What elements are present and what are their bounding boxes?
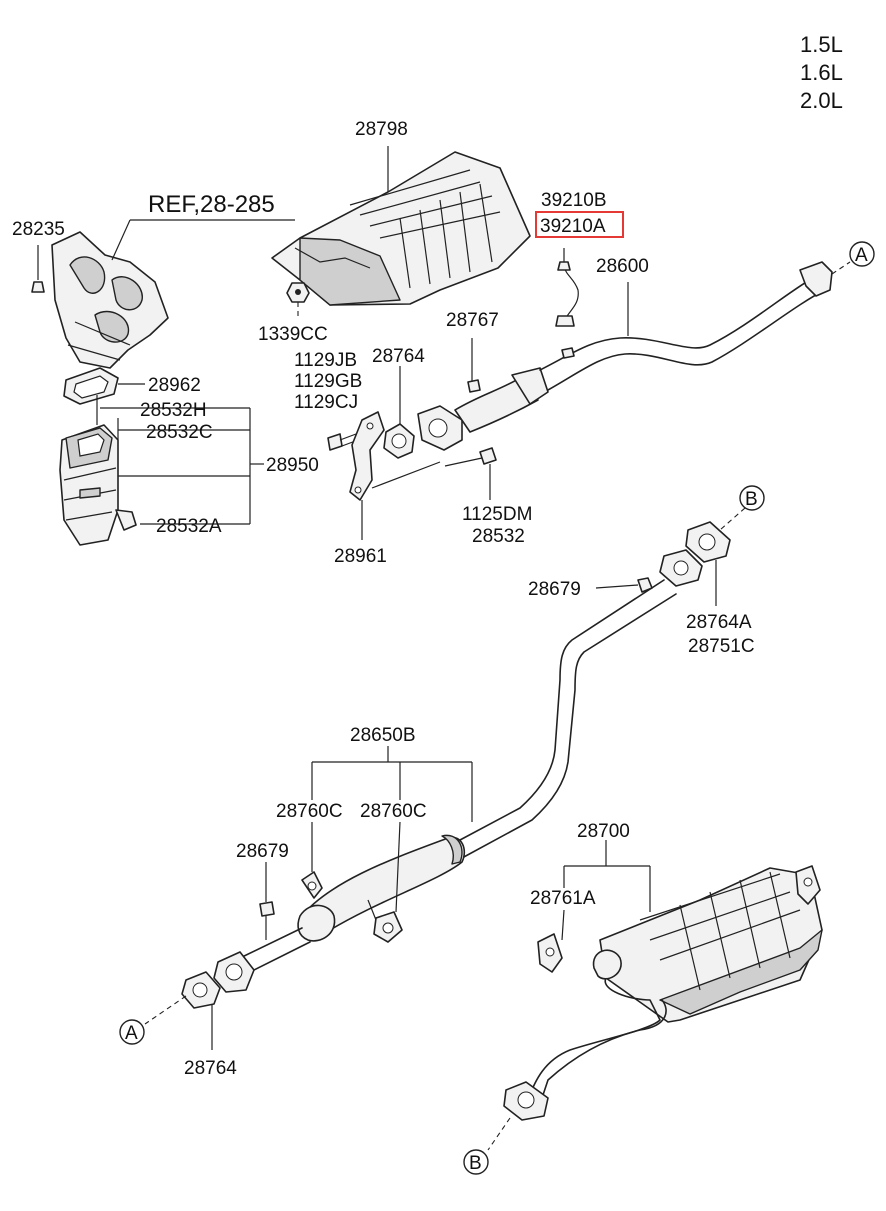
nut-28679-bottom: 28679	[236, 841, 289, 940]
engine-variant-1-6l: 1.6L	[800, 60, 843, 85]
connector-b-bottom-label: B	[469, 1153, 482, 1174]
highlight-box	[535, 211, 624, 238]
gasket-28962: 28962	[63, 367, 201, 405]
nut-1339cc: 1339CC	[258, 282, 328, 345]
label-28650b: 28650B	[350, 725, 416, 746]
label-28532: 28532	[472, 526, 525, 547]
label-28764a: 28764A	[686, 612, 752, 633]
label-39210a: 39210A	[540, 216, 606, 237]
label-28679-top: 28679	[528, 579, 581, 600]
label-39210b: 39210B	[541, 190, 607, 211]
label-28767: 28767	[446, 310, 499, 331]
label-28760c-left: 28760C	[276, 801, 343, 822]
center-pipe-28650b: 28650B 28760C 28760C	[213, 579, 677, 993]
exhaust-manifold: 28235 REF,28-285	[12, 191, 295, 369]
gasket-28764a: 28764A 28751C	[659, 521, 755, 657]
bracket-28961: 28961	[334, 411, 441, 567]
connector-a-bottom: A	[119, 1019, 145, 1045]
label-28751c: 28751C	[688, 636, 755, 657]
label-28764-bottom: 28764	[184, 1058, 237, 1079]
engine-variant-1-5l: 1.5L	[800, 32, 843, 57]
muffler-28700: 28700 28761A	[487, 821, 823, 1151]
label-28962: 28962	[148, 375, 201, 396]
label-28679-bottom: 28679	[236, 841, 289, 862]
label-1129cj: 1129CJ	[294, 392, 358, 413]
label-28761a: 28761A	[530, 888, 596, 909]
connector-a-top-label: A	[855, 245, 868, 266]
label-28532c: 28532C	[146, 422, 213, 443]
gasket-28764-top: 28764	[372, 346, 425, 459]
label-28532a: 28532A	[156, 516, 222, 537]
connector-a-bottom-label: A	[125, 1023, 138, 1044]
label-1129jb: 1129JB	[294, 350, 357, 371]
gasket-28764-bottom: 28764	[144, 971, 237, 1079]
label-28600: 28600	[596, 256, 649, 277]
bolt-1129: 1129JB 1129GB 1129CJ	[294, 350, 362, 451]
connector-a-top: A	[849, 241, 875, 267]
label-28950: 28950	[266, 455, 319, 476]
label-1129gb: 1129GB	[294, 371, 362, 392]
connector-b-top: B	[719, 485, 765, 531]
engine-variant-2-0l: 2.0L	[800, 88, 843, 113]
label-28760c-right: 28760C	[360, 801, 427, 822]
label-28764-top: 28764	[372, 346, 425, 367]
label-28532h: 28532H	[140, 400, 207, 421]
label-28961: 28961	[334, 546, 387, 567]
label-28700: 28700	[577, 821, 630, 842]
engine-variant-list: 1.5L 1.6L 2.0L	[800, 32, 843, 113]
connector-b-top-label: B	[745, 489, 758, 510]
front-pipe-28600: 28600 28767	[417, 256, 851, 451]
label-1125dm: 1125DM	[462, 504, 532, 525]
bolt-1125dm: 1125DM 28532	[444, 447, 532, 547]
label-1339cc: 1339CC	[258, 324, 328, 345]
oxygen-sensor-39210: 39210B 39210A	[535, 190, 624, 327]
connector-b-bottom: B	[463, 1149, 489, 1175]
heat-shield-28798: 28798	[271, 119, 531, 306]
reference-label: REF,28-285	[148, 191, 275, 218]
label-28798: 28798	[355, 119, 408, 140]
nut-28679-top: 28679	[528, 577, 653, 600]
label-28235: 28235	[12, 219, 65, 240]
catalytic-converter-28950: 28532H 28532C 28950 28532A	[59, 395, 319, 546]
